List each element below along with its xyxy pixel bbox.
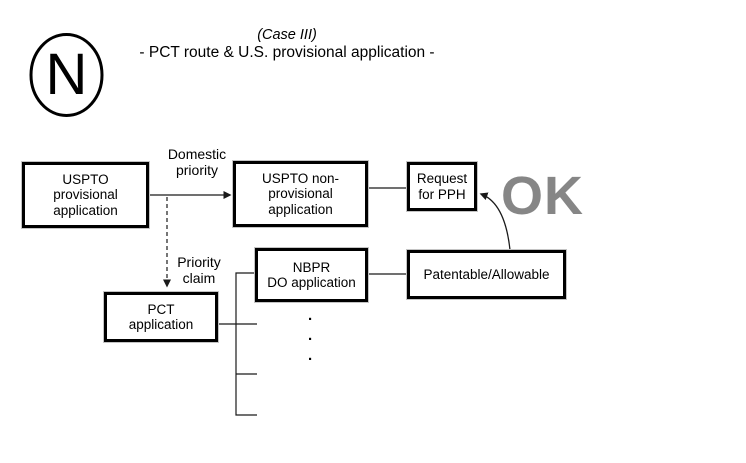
box-patentable-allowable: Patentable/Allowable bbox=[407, 250, 566, 299]
box-uspto-nonprovisional-application: USPTO non- provisional application bbox=[233, 161, 368, 227]
box-pct-application: PCT application bbox=[104, 292, 218, 342]
priority-claim-label: Priority claim bbox=[177, 254, 221, 286]
header: (Case III) - PCT route & U.S. provisiona… bbox=[47, 27, 527, 62]
ok-label: OK bbox=[501, 166, 584, 226]
box-uspto-provisional-application: USPTO provisional application bbox=[22, 162, 149, 228]
box-nbpr-do-application: NBPR DO application bbox=[255, 248, 368, 302]
pct-fanout-bracket bbox=[235, 272, 257, 416]
box-request-for-pph: Request for PPH bbox=[407, 162, 477, 211]
n-badge-letter: N bbox=[45, 42, 88, 107]
domestic-priority-label: Domestic priority bbox=[167, 146, 227, 178]
fanout-ellipsis-dots: . . . bbox=[308, 307, 313, 364]
case-label: (Case III) bbox=[257, 27, 317, 43]
page-title: - PCT route & U.S. provisional applicati… bbox=[139, 44, 435, 61]
